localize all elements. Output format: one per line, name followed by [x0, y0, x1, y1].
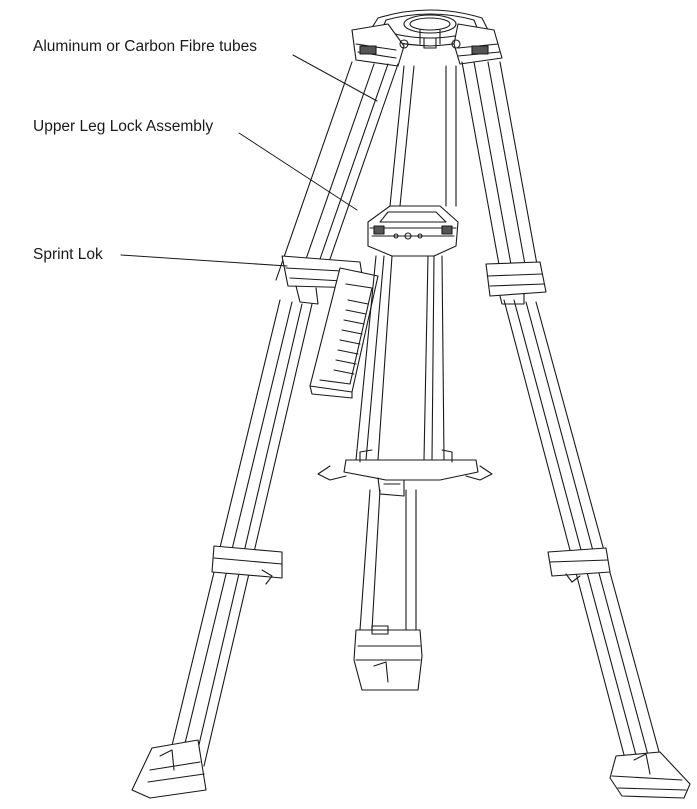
leader-sprint-lok [120, 254, 288, 267]
leader-lines [120, 54, 378, 267]
leader-upper-leg-lock [238, 132, 358, 211]
rear-leg [353, 65, 457, 691]
callout-sprint-lok-label: Sprint Lok [33, 246, 103, 263]
leader-tubes [292, 54, 378, 102]
tripod-head [351, 9, 503, 67]
mid-spreader [317, 449, 493, 497]
callout-tubes-label: Aluminum or Carbon Fibre tubes [33, 38, 257, 55]
left-leg [131, 61, 399, 799]
upper-leg-lock [367, 205, 459, 257]
callout-upper-leg-lock-label: Upper Leg Lock Assembly [33, 118, 214, 135]
right-leg [461, 61, 691, 799]
